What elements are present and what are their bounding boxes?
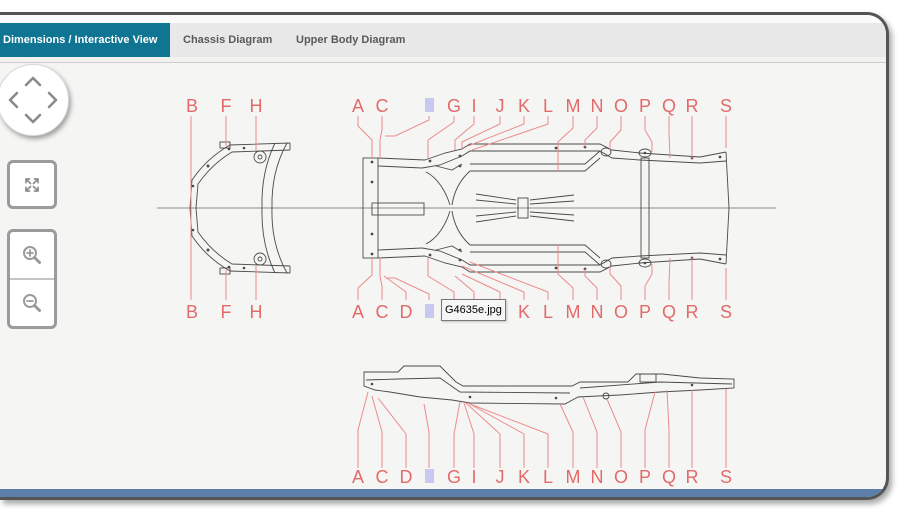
front-bottom-label[interactable]: B (186, 302, 198, 322)
top-view-upper-label[interactable]: A (352, 96, 364, 116)
top-view-upper-label[interactable]: K (518, 96, 530, 116)
top-view-upper-label[interactable]: M (566, 96, 581, 116)
expand-arrows-icon (24, 177, 40, 193)
tab-upper-body-diagram[interactable]: Upper Body Diagram (296, 34, 406, 46)
pan-control[interactable] (0, 64, 69, 136)
side-view-label[interactable]: C (376, 467, 389, 487)
side-view-label[interactable]: S (720, 467, 732, 487)
top-view-upper-label[interactable]: P (639, 96, 651, 116)
zoom-in-icon (22, 245, 42, 265)
zoom-out-button[interactable] (10, 278, 54, 326)
zoom-out-icon (22, 293, 42, 313)
tab-dimensions-interactive-view[interactable]: Dimensions / Interactive View (0, 23, 170, 57)
top-view-upper-label[interactable]: L (543, 96, 553, 116)
top-view-lower-label[interactable]: C (376, 302, 389, 322)
side-view-label[interactable]: M (566, 467, 581, 487)
top-view-lower-label[interactable]: O (614, 302, 628, 322)
top-view-lower-label[interactable]: N (591, 302, 604, 322)
top-view-lower-label[interactable]: A (352, 302, 364, 322)
top-view-upper-label[interactable]: O (614, 96, 628, 116)
side-view-label[interactable]: P (639, 467, 651, 487)
chevron-down-icon[interactable] (24, 113, 42, 124)
top-view-lower-label[interactable]: P (639, 302, 651, 322)
top-view-upper-label[interactable]: I (471, 96, 476, 116)
chevron-right-icon[interactable] (47, 91, 58, 109)
side-view-label[interactable]: O (614, 467, 628, 487)
tab-chassis-diagram[interactable]: Chassis Diagram (183, 34, 273, 46)
chevron-up-icon[interactable] (24, 76, 42, 87)
frame-top-strip (0, 15, 886, 23)
side-view-label[interactable]: G (447, 467, 461, 487)
top-view-upper-label[interactable]: Q (662, 96, 676, 116)
front-bottom-label[interactable]: H (250, 302, 263, 322)
top-view-lower-label[interactable]: R (686, 302, 699, 322)
top-view-lower-label[interactable]: Q (662, 302, 676, 322)
side-view-label[interactable]: J (496, 467, 505, 487)
front-top-label[interactable]: F (221, 96, 232, 116)
top-view-upper-label[interactable]: N (591, 96, 604, 116)
side-view-label[interactable]: D (400, 467, 413, 487)
top-view-upper-label[interactable]: S (720, 96, 732, 116)
tab-divider (0, 57, 886, 63)
chevron-left-icon[interactable] (8, 91, 19, 109)
front-bottom-label[interactable]: F (221, 302, 232, 322)
zoom-control-group (7, 229, 57, 329)
side-view-label[interactable]: I (471, 467, 476, 487)
top-view-upper-label[interactable]: R (686, 96, 699, 116)
viewer-frame: Dimensions / Interactive View Chassis Di… (0, 12, 889, 500)
footer-bar (0, 489, 886, 497)
top-view-lower-label[interactable]: D (400, 302, 413, 322)
side-view-label[interactable]: K (518, 467, 530, 487)
top-view-lower-label[interactable]: S (720, 302, 732, 322)
top-view-upper-label[interactable]: G (447, 96, 461, 116)
fit-to-view-button[interactable] (7, 160, 57, 209)
side-view-label[interactable]: R (686, 467, 699, 487)
top-view-upper-label[interactable]: C (376, 96, 389, 116)
top-view-lower-label[interactable]: K (518, 302, 530, 322)
top-view-upper-label[interactable]: J (496, 96, 505, 116)
side-view-label[interactable]: A (352, 467, 364, 487)
side-view-label[interactable]: Q (662, 467, 676, 487)
image-tooltip: G4635e.jpg (441, 299, 506, 321)
top-view-lower-label[interactable]: L (543, 302, 553, 322)
side-view-label[interactable]: N (591, 467, 604, 487)
side-view-label[interactable]: L (543, 467, 553, 487)
front-top-label[interactable]: H (250, 96, 263, 116)
front-top-label[interactable]: B (186, 96, 198, 116)
tab-bar: Dimensions / Interactive View Chassis Di… (0, 23, 886, 57)
top-view-lower-label[interactable]: M (566, 302, 581, 322)
zoom-in-button[interactable] (10, 232, 54, 278)
